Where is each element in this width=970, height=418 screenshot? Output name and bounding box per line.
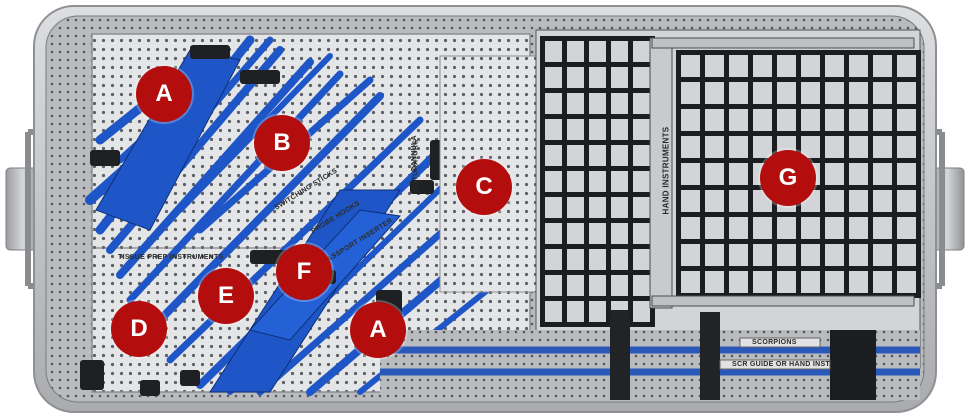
marker-a-top: A [136, 66, 192, 122]
hand-instrument-rack [535, 29, 921, 369]
marker-c: C [456, 159, 512, 215]
marker-b: B [254, 115, 310, 171]
bottom-rails [380, 310, 920, 400]
marker-d: D [111, 301, 167, 357]
marker-a-bottom: A [350, 302, 406, 358]
label-hand-instruments: HAND INSTRUMENTS [661, 126, 671, 215]
label-scr-guide: SCR GUIDE OR HAND INST. [732, 361, 832, 368]
marker-e: E [198, 268, 254, 324]
marker-g: G [760, 150, 816, 206]
label-scorpions: SCORPIONS [752, 339, 797, 346]
label-tissue-prep: TISSUE PREP INSTRUMENTS [118, 254, 224, 261]
label-obturators: OBTURATORS [412, 139, 420, 192]
marker-f: F [276, 244, 332, 300]
